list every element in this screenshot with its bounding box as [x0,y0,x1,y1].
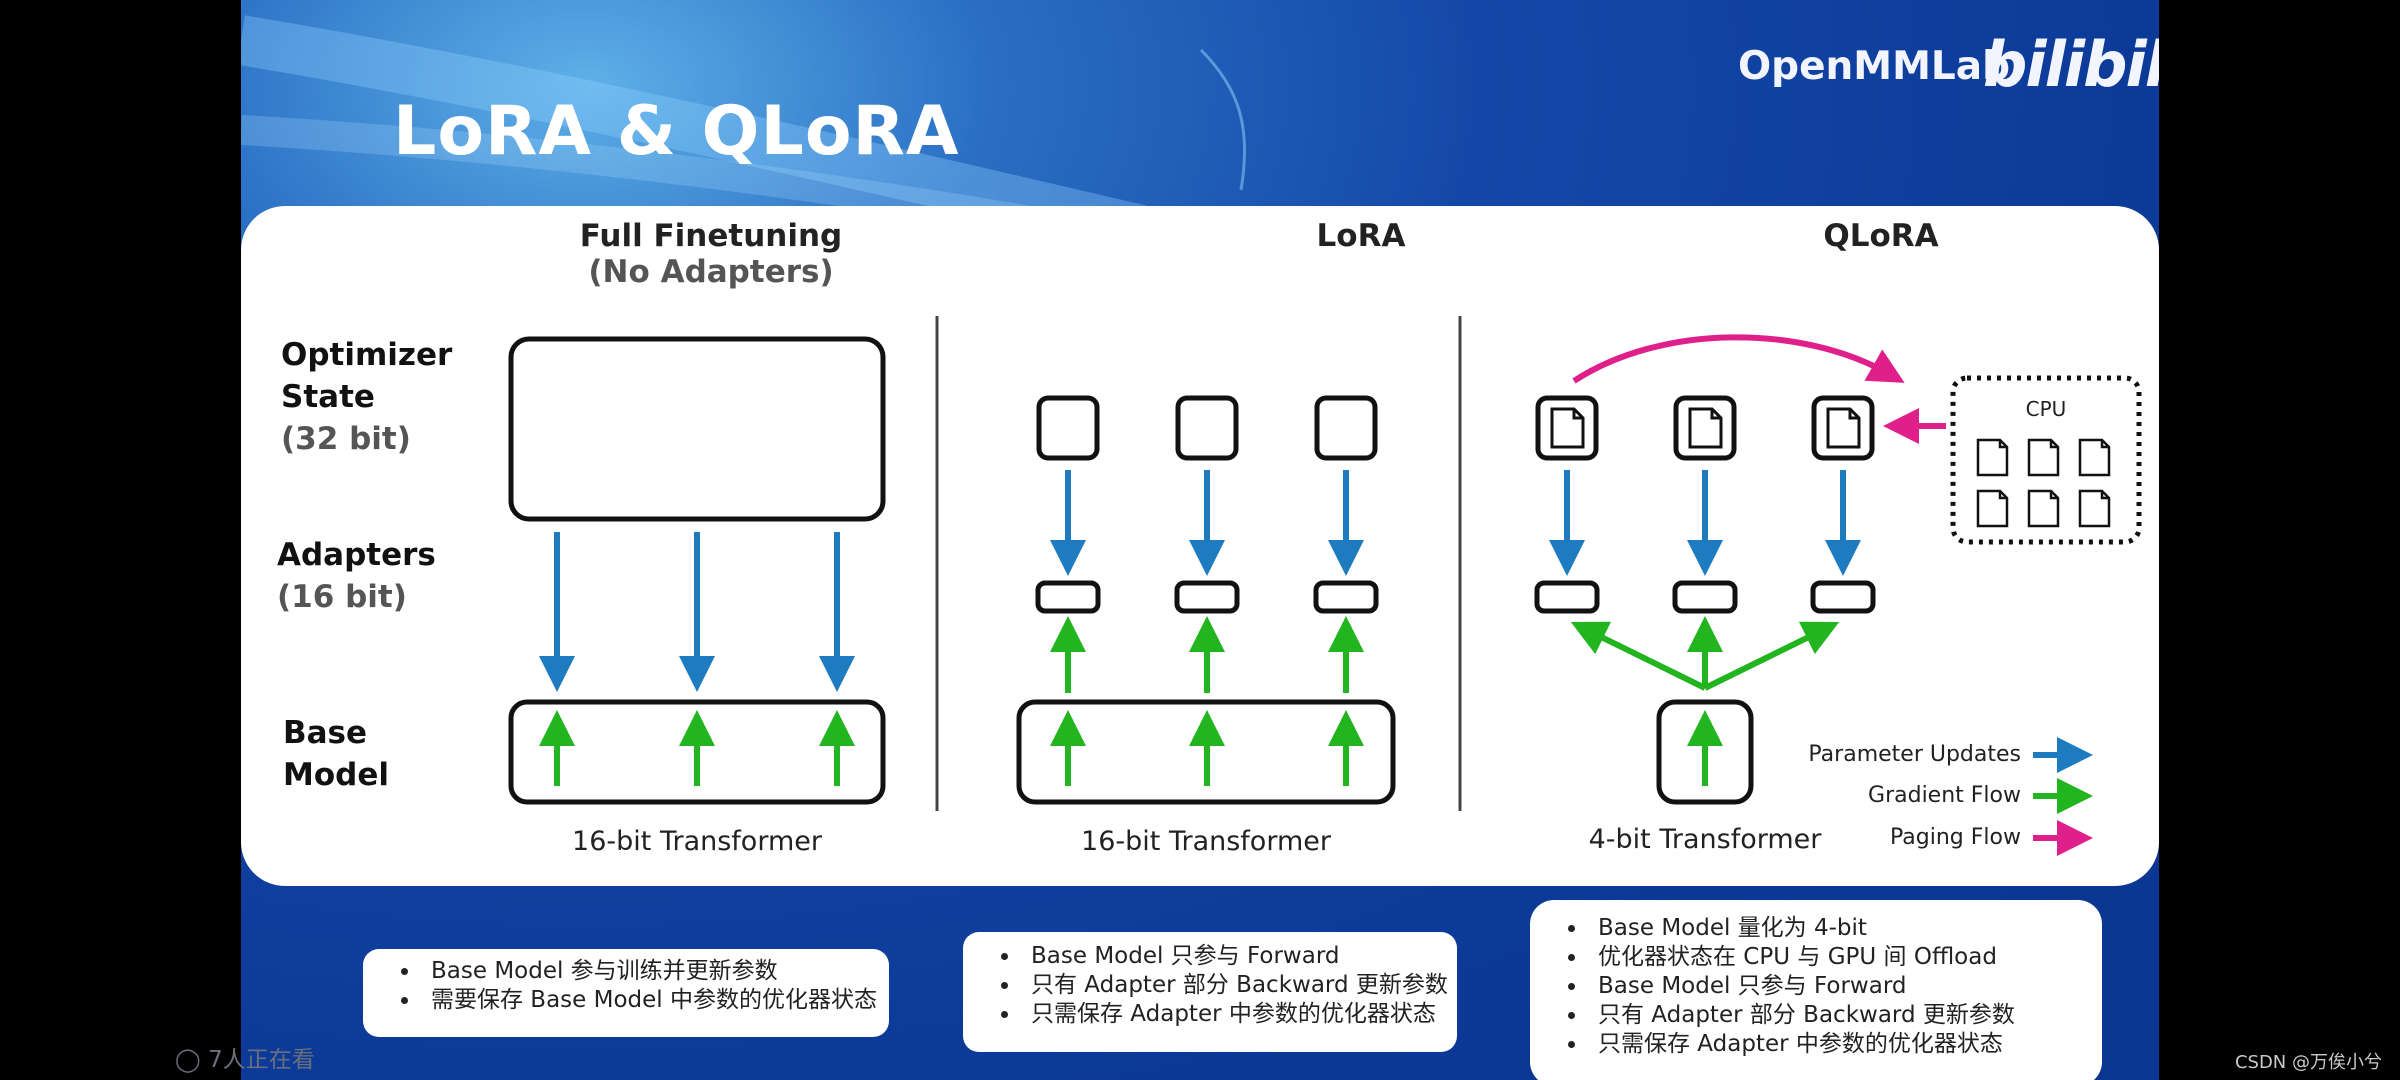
row-label-optimizer: Optimizer State (32 bit) [281,337,453,457]
diagram-graphics: CPU [508,316,2142,856]
document-icon [1550,407,1861,449]
column-title-full: Full Finetuning (No Adapters) [579,218,843,290]
footer-qlora: 4-bit Transformer [1588,824,1822,855]
csdn-watermark: CSDN @万俟小兮 [2234,1052,2382,1073]
note-item: 只需保存 Adapter 中参数的优化器状态 [1588,1030,2102,1059]
row-label-base-model: Base Model [283,715,389,793]
lora-adapter-boxes [1035,580,1379,614]
slide-title: LoRA & QLoRA [393,92,960,171]
note-item: Base Model 只参与 Forward [1021,942,1457,971]
footer-lora: 16-bit Transformer [1081,826,1331,857]
note-item: 只需保存 Adapter 中参数的优化器状态 [1021,1000,1457,1029]
note-full-finetuning: Base Model 参与训练并更新参数 需要保存 Base Model 中参数… [363,949,889,1037]
document-icon [1976,438,2111,528]
note-item: Base Model 参与训练并更新参数 [421,957,889,986]
legend-gradient-flow: Gradient Flow [1868,783,2021,808]
viewers-icon: ◯ [175,1047,201,1073]
note-item: Base Model 只参与 Forward [1588,972,2102,1001]
bilibili-logo: bilibili [1983,28,2159,101]
note-qlora: Base Model 量化为 4-bit 优化器状态在 CPU 与 GPU 间 … [1530,900,2102,1080]
footer-full: 16-bit Transformer [572,826,822,857]
parameter-update-arrows [539,532,855,692]
note-item: Base Model 量化为 4-bit [1588,914,2102,943]
cpu-label: CPU [2026,397,2067,421]
note-lora: Base Model 只参与 Forward 只有 Adapter 部分 Bac… [963,932,1457,1052]
note-item: 优化器状态在 CPU 与 GPU 间 Offload [1588,943,2102,972]
column-title-lora: LoRA [1316,218,1406,254]
qlora-adapter-boxes [1534,580,1876,614]
paging-flow-arrows [1572,334,1946,444]
legend-parameter-updates: Parameter Updates [1808,742,2021,767]
optimizer-state-box [508,336,886,522]
note-item: 只有 Adapter 部分 Backward 更新参数 [1021,971,1457,1000]
legend-paging-flow: Paging Flow [1890,825,2021,850]
note-item: 需要保存 Base Model 中参数的优化器状态 [421,986,889,1015]
openmmlab-logo: OpenMMLab [1738,44,2010,89]
gradient-flow-arrows [539,710,855,786]
lora-optimizer-boxes [1036,395,1378,461]
note-item: 只有 Adapter 部分 Backward 更新参数 [1588,1001,2102,1030]
row-label-adapters: Adapters (16 bit) [277,537,436,615]
slide: LoRA & QLoRA OpenMMLab bilibili Full Fin… [241,0,2159,1080]
viewer-count: ◯ 7人正在看 [175,1047,315,1073]
column-title-qlora: QLoRA [1823,218,1939,254]
